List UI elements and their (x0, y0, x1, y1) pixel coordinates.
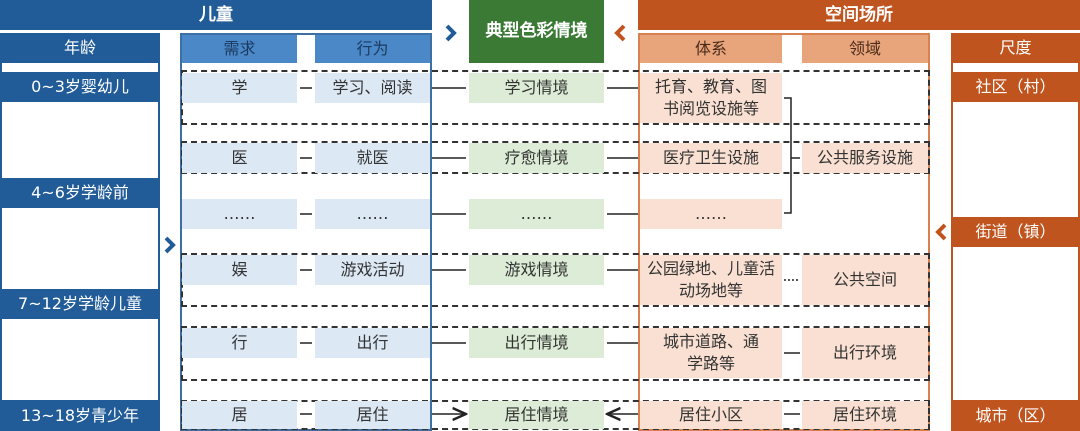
age-label: 13~18岁青少年 (0, 400, 160, 431)
age-header: 年龄 (0, 33, 160, 63)
chevron-left-icon (935, 223, 947, 241)
need-cell: 医 (182, 143, 297, 173)
need-cell: 娱 (182, 255, 297, 285)
children-frame (180, 33, 432, 431)
scenario-cell: 出行情境 (469, 328, 604, 358)
chevron-left-icon (614, 24, 626, 42)
domain-header: 领域 (802, 35, 928, 63)
left-arrow (607, 87, 638, 414)
need-header: 需求 (182, 35, 297, 63)
age-label: 7~12岁学龄儿童 (0, 289, 160, 319)
behavior-cell: 居住 (315, 401, 430, 429)
scenario-cell: 游戏情境 (469, 255, 604, 285)
need-cell: 学 (182, 73, 297, 103)
scenario-cell: 疗愈情境 (469, 143, 604, 173)
system-cell: 居住小区 (640, 401, 782, 429)
need-cell: 行 (182, 328, 297, 358)
scenario-cell: 学习情境 (469, 73, 604, 103)
scenario-cell: …… (469, 199, 604, 229)
behavior-cell: 出行 (315, 328, 430, 358)
children-header: 儿童 (0, 0, 432, 30)
domain-cell: 出行环境 (802, 328, 928, 378)
behavior-cell: …… (315, 199, 430, 229)
system-cell: 城市道路、通学路等 (640, 328, 782, 378)
scenario-header: 典型色彩情境 (469, 0, 604, 63)
dash-connector (300, 87, 312, 415)
age-label: 0~3岁婴幼儿 (0, 72, 160, 102)
scale-label: 社区（村） (951, 72, 1080, 102)
chevron-right-icon (445, 24, 457, 42)
behavior-cell: 游戏活动 (315, 255, 430, 285)
system-cell: …… (640, 199, 782, 229)
domain-cell: 居住环境 (802, 401, 928, 429)
domain-cell: 公共服务设施 (802, 143, 928, 173)
space-header: 空间场所 (638, 0, 1080, 30)
space-frame (638, 33, 930, 431)
domain-cell: 公共空间 (802, 255, 928, 305)
right-arrow (432, 87, 466, 414)
bracket-connector (784, 97, 800, 415)
scale-label: 城市（区） (951, 400, 1080, 431)
scale-header: 尺度 (951, 33, 1080, 63)
system-cell: 医疗卫生设施 (640, 143, 782, 173)
scenario-cell: 居住情境 (469, 401, 604, 429)
age-label: 4~6岁学龄前 (0, 178, 160, 208)
system-header: 体系 (640, 35, 782, 63)
system-cell: 托育、教育、图书阅览设施等 (640, 73, 782, 123)
behavior-cell: 就医 (315, 143, 430, 173)
scale-label: 街道（镇） (951, 217, 1080, 247)
behavior-cell: 学习、阅读 (315, 73, 430, 103)
behavior-header: 行为 (315, 35, 430, 63)
need-cell: 居 (182, 401, 297, 429)
need-cell: …… (182, 199, 297, 229)
system-cell: 公园绿地、儿童活动场地等 (640, 255, 782, 305)
chevron-right-icon (164, 236, 176, 254)
